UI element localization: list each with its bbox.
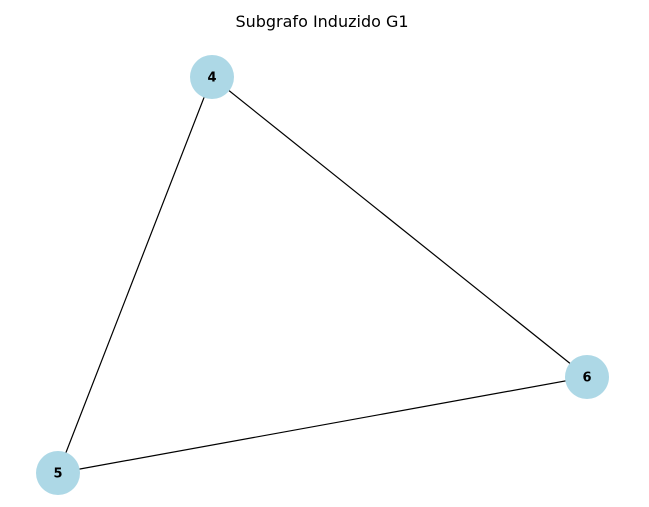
node-label: 6 <box>582 371 591 386</box>
node-label: 5 <box>53 467 62 482</box>
edge-5-6 <box>57 376 588 474</box>
graph-node-5: 5 <box>36 451 80 495</box>
node-label: 4 <box>207 71 216 86</box>
graph-node-4: 4 <box>190 55 234 99</box>
figure-title: Subgrafo Induzido G1 <box>235 12 408 31</box>
edges-layer <box>57 76 588 474</box>
nodes-layer: 4 5 6 <box>36 55 609 495</box>
node-circle <box>36 451 80 495</box>
graph-node-6: 6 <box>565 355 609 399</box>
node-circle <box>565 355 609 399</box>
node-circle <box>190 55 234 99</box>
edge-4-5 <box>57 76 213 474</box>
edge-4-6 <box>211 76 588 378</box>
